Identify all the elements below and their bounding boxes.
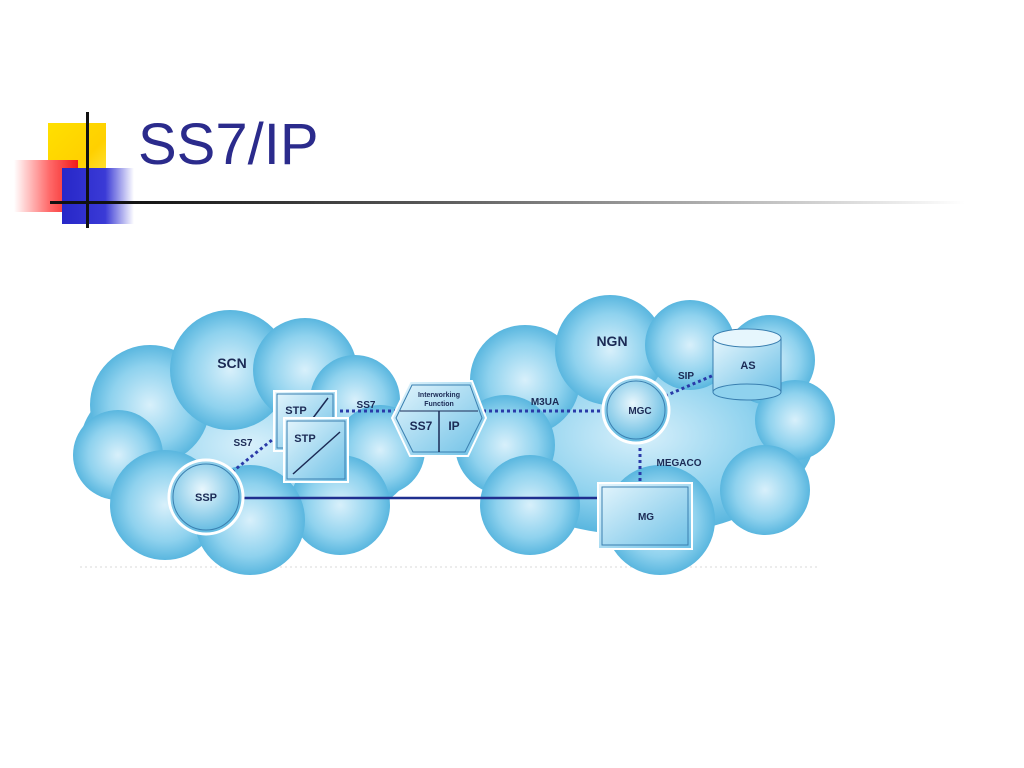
stp-label-back: STP (285, 405, 306, 417)
decor-vertical-line (86, 112, 89, 228)
interworking-function-node: Interworking Function SS7 IP (390, 380, 488, 457)
slide-title: SS7/IP (138, 112, 319, 177)
iwf-label-line1: Interworking (418, 392, 460, 399)
iwf-ip-label: IP (448, 419, 459, 433)
ssp-node: SSP (167, 458, 245, 536)
stp-node-front: STP (283, 417, 349, 483)
ssp-label: SSP (195, 492, 217, 504)
as-label: AS (740, 360, 755, 372)
decor-blue-square (62, 168, 134, 224)
as-node: AS (712, 328, 782, 401)
signaling-link-ssp-stp (231, 430, 283, 474)
link-label-mgc-mg: MEGACO (657, 458, 702, 469)
stp-label-front: STP (294, 433, 315, 445)
link-label-ssp-stp: SS7 (234, 438, 253, 449)
link-label-stp-iwf: SS7 (357, 400, 376, 411)
iwf-ss7-label: SS7 (410, 419, 433, 433)
mgc-label: MGC (628, 406, 651, 417)
mg-node: MG (597, 482, 693, 550)
title-underline (50, 201, 965, 204)
link-label-mgc-as: SIP (678, 371, 694, 382)
link-label-iwf-mgc: M3UA (531, 397, 559, 408)
mg-label: MG (638, 512, 654, 523)
iwf-label-line2: Function (424, 401, 454, 408)
mgc-node: MGC (601, 375, 671, 445)
scn-label: SCN (217, 355, 247, 371)
ngn-label: NGN (596, 333, 627, 349)
signaling-link-mgc-as (664, 373, 715, 398)
